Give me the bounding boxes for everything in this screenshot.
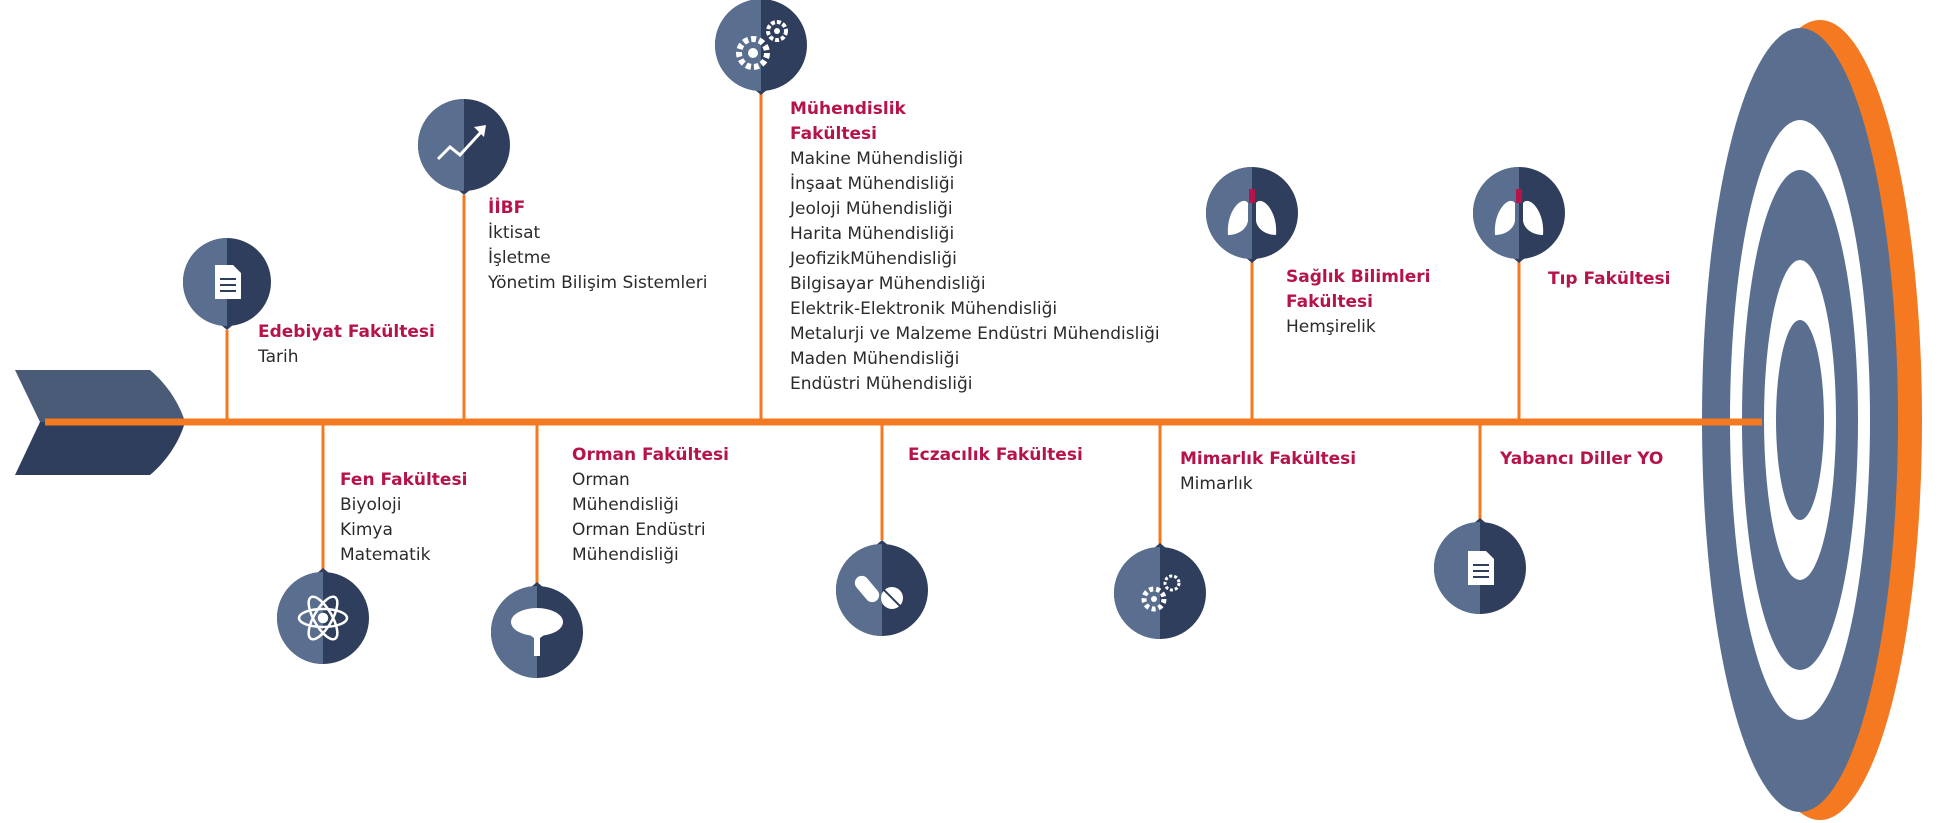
faculty-title: Mimarlık Fakültesi [1180,449,1357,469]
faculty-items-orman: Orman Mühendisliği Orman Endüstri Mühend… [572,468,722,568]
department-item: Harita Mühendisliği [790,224,955,244]
department-item: JeofizikMühendisliği [790,249,957,269]
connector-lines-lower [321,424,1482,585]
pin-fen [277,568,369,664]
arrow-fletching [15,370,185,475]
pin-orman [491,582,583,678]
gears-icon [1141,574,1181,612]
pin-tip [1473,167,1565,263]
faculty-title: Orman Fakültesi [572,445,729,465]
growth-chart-icon [436,125,486,161]
tree-icon [511,608,563,656]
pin-saglik [1206,167,1298,263]
pin-mimarlik [1114,543,1206,639]
pin-eczacilik [836,540,928,636]
faculty-edebiyat: Edebiyat Fakültesi Tarih [258,320,435,370]
faculty-items-edebiyat: Tarih [258,345,435,370]
department-item: Hemşirelik [1286,317,1376,337]
department-item: Biyoloji [340,495,402,515]
department-item: Metalurji ve Malzeme Endüstri Mühendisli… [790,324,1160,344]
connector-lines-upper [225,90,1521,420]
faculty-title: Yabancı Diller YO [1500,449,1664,469]
pin-yabanci [1434,518,1526,614]
faculty-iibf: İİBF İktisat İşletme Yönetim Bilişim Sis… [488,196,707,296]
faculty-title: Edebiyat Fakültesi [258,322,435,342]
faculty-items-iibf: İktisat İşletme Yönetim Bilişim Sistemle… [488,221,707,296]
department-item: Orman Endüstri Mühendisliği [572,520,706,565]
pin-edebiyat [183,238,271,330]
department-item: Mimarlık [1180,474,1253,494]
department-item: Maden Mühendisliği [790,349,960,369]
department-item: Orman Mühendisliği [572,470,679,515]
pin-iibf [418,99,510,195]
department-item: İşletme [488,248,551,268]
document-icon [215,265,241,299]
department-item: Elektrik-Elektronik Mühendisliği [790,299,1058,319]
faculty-items-fen: Biyoloji Kimya Matematik [340,493,467,568]
department-item: Tarih [258,347,299,367]
faculty-items-mimarlik: Mimarlık [1180,472,1356,497]
faculty-mimarlik: Mimarlık Fakültesi Mimarlık [1180,447,1356,497]
lungs-icon [1494,189,1544,235]
faculty-title: Eczacılık Fakültesi [908,445,1083,465]
faculty-title: İİBF [488,198,526,218]
faculty-title: Tıp Fakültesi [1548,269,1671,289]
faculty-yabanci: Yabancı Diller YO [1500,447,1663,472]
department-item: Kimya [340,520,393,540]
department-item: İnşaat Mühendisliği [790,174,955,194]
lungs-icon [1227,189,1277,235]
faculty-fen: Fen Fakültesi Biyoloji Kimya Matematik [340,468,467,568]
faculty-title: Fen Fakültesi [340,470,468,490]
faculty-saglik: Sağlık Bilimleri Fakültesi Hemşirelik [1286,265,1436,340]
target-icon [1702,20,1922,820]
faculty-eczacilik: Eczacılık Fakültesi [908,443,1083,468]
department-item: Endüstri Mühendisliği [790,374,973,394]
faculty-muhendislik: Mühendislik Fakültesi Makine Mühendisliğ… [790,97,1160,397]
department-item: İktisat [488,223,541,243]
faculty-title: Mühendislik Fakültesi [790,99,906,144]
faculty-tip: Tıp Fakültesi [1548,267,1670,292]
department-item: Bilgisayar Mühendisliği [790,274,986,294]
faculty-items-muhendislik: Makine Mühendisliği İnşaat Mühendisliği … [790,147,1160,397]
department-item: Yönetim Bilişim Sistemleri [488,273,708,293]
gears-icon [736,20,788,70]
atom-icon [297,595,349,641]
pin-muhendislik [715,0,807,95]
faculty-title: Sağlık Bilimleri Fakültesi [1286,267,1431,312]
department-item: Matematik [340,545,431,565]
department-item: Jeoloji Mühendisliği [790,199,953,219]
document-icon [1468,551,1494,585]
faculty-orman: Orman Fakültesi Orman Mühendisliği Orman… [572,443,729,568]
faculty-items-saglik: Hemşirelik [1286,315,1436,340]
department-item: Makine Mühendisliği [790,149,964,169]
pills-icon [854,575,903,609]
